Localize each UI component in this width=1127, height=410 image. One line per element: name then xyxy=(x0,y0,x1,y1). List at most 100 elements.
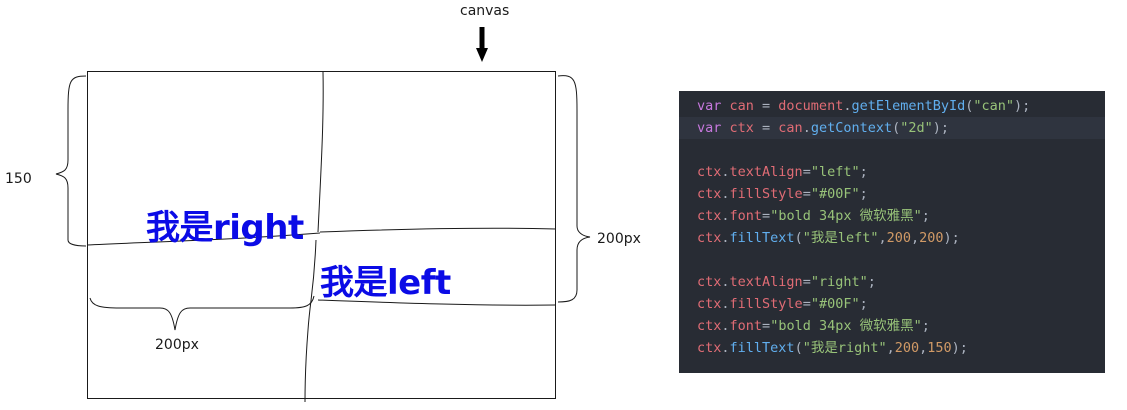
height-label: 150 xyxy=(5,171,32,187)
code-token: = xyxy=(753,98,779,114)
code-token: = xyxy=(802,296,811,312)
code-token: = xyxy=(762,318,771,334)
code-token: = xyxy=(802,186,811,202)
right-width-label: 200px xyxy=(597,231,641,247)
arrow-down-icon xyxy=(476,27,488,62)
code-line: ctx.fillStyle="#00F"; xyxy=(679,293,1105,315)
code-token: , xyxy=(878,230,887,246)
horizontal-guide-150 xyxy=(86,232,321,246)
code-token: ( xyxy=(794,340,803,356)
code-token: 150 xyxy=(927,340,952,356)
code-token: can xyxy=(778,120,803,136)
code-token: "我是left" xyxy=(802,230,879,246)
horizontal-guide-200-right xyxy=(319,227,557,233)
code-token: "bold 34px 微软雅黑" xyxy=(770,208,922,224)
code-token: . xyxy=(721,296,730,312)
code-line: ctx.textAlign="right"; xyxy=(679,271,1105,293)
code-token: fillText xyxy=(729,230,795,246)
code-token: ctx xyxy=(697,164,722,180)
code-token: ctx xyxy=(697,318,722,334)
code-line: ctx.font="bold 34px 微软雅黑"; xyxy=(679,205,1105,227)
code-token: = xyxy=(802,274,811,290)
code-token: ); xyxy=(943,230,960,246)
code-token: "right" xyxy=(810,274,868,290)
code-token: ctx xyxy=(697,230,722,246)
code-token: . xyxy=(802,120,811,136)
code-token: font xyxy=(729,318,763,334)
code-token: "left" xyxy=(810,164,860,180)
code-line: var can = document.getElementById("can")… xyxy=(679,95,1105,117)
code-token: ( xyxy=(965,98,974,114)
horizontal-guide-bottom xyxy=(317,299,557,306)
demo-text-left: 我是left xyxy=(320,263,451,303)
code-token: ; xyxy=(859,296,868,312)
code-token: ; xyxy=(867,274,876,290)
code-token: "can" xyxy=(973,98,1015,114)
code-line xyxy=(679,249,1105,271)
bottom-width-label: 200px xyxy=(155,337,199,353)
code-token: ; xyxy=(859,164,868,180)
code-token: ; xyxy=(859,186,868,202)
code-token: var xyxy=(697,120,730,136)
code-token: var xyxy=(697,98,730,114)
canvas-label: canvas xyxy=(460,3,510,19)
code-token: "2d" xyxy=(900,120,933,136)
code-token: . xyxy=(721,318,730,334)
code-token: 200 xyxy=(919,230,944,246)
code-token: ctx xyxy=(697,274,722,290)
code-line: ctx.textAlign="left"; xyxy=(679,161,1105,183)
code-token: textAlign xyxy=(729,274,803,290)
code-token: ctx xyxy=(729,120,754,136)
vertical-guide-lower xyxy=(304,239,317,403)
code-token: . xyxy=(721,186,730,202)
code-token: = xyxy=(762,208,771,224)
code-line: ctx.fillText("我是left",200,200); xyxy=(679,227,1105,249)
code-line: ctx.fillStyle="#00F"; xyxy=(679,183,1105,205)
code-token: 200 xyxy=(894,340,920,356)
code-token: 200 xyxy=(886,230,912,246)
code-token: . xyxy=(721,164,730,180)
code-token: ); xyxy=(932,120,950,136)
code-editor-panel: var can = document.getElementById("can")… xyxy=(679,91,1105,373)
code-token: . xyxy=(721,274,730,290)
code-token: ; xyxy=(921,208,930,224)
code-line xyxy=(679,139,1105,161)
vertical-guide-upper xyxy=(317,71,324,233)
code-token: ctx xyxy=(697,208,722,224)
code-token: . xyxy=(721,208,730,224)
code-line: var ctx = can.getContext("2d"); xyxy=(679,117,1105,139)
code-token: fillStyle xyxy=(729,296,803,312)
code-token: ); xyxy=(951,340,968,356)
code-token: ; xyxy=(921,318,930,334)
code-token: ctx xyxy=(697,186,722,202)
code-token: ); xyxy=(1014,98,1031,114)
demo-text-right: 我是right xyxy=(146,208,304,248)
code-token: = xyxy=(802,164,811,180)
code-token: = xyxy=(753,120,779,136)
code-token: , xyxy=(911,230,920,246)
left-brace xyxy=(55,75,87,247)
code-token: fillStyle xyxy=(729,186,803,202)
code-token: . xyxy=(721,340,730,356)
code-token: ctx xyxy=(697,296,722,312)
code-token: "#00F" xyxy=(810,186,860,202)
code-token: . xyxy=(843,98,852,114)
code-token: fillText xyxy=(729,340,795,356)
code-token: getContext xyxy=(810,120,893,136)
canvas-rectangle xyxy=(87,71,556,399)
code-token: "bold 34px 微软雅黑" xyxy=(770,318,922,334)
code-token: , xyxy=(886,340,895,356)
code-token: , xyxy=(919,340,928,356)
code-token: font xyxy=(729,208,763,224)
code-line: ctx.font="bold 34px 微软雅黑"; xyxy=(679,315,1105,337)
code-token: ( xyxy=(794,230,803,246)
bottom-brace xyxy=(89,295,315,331)
code-token: "我是right" xyxy=(802,340,887,356)
code-token: ( xyxy=(892,120,901,136)
right-brace xyxy=(557,75,591,303)
code-line: ctx.fillText("我是right",200,150); xyxy=(679,337,1105,359)
code-token: can xyxy=(729,98,754,114)
code-token: getElementById xyxy=(851,98,966,114)
code-token: "#00F" xyxy=(810,296,860,312)
